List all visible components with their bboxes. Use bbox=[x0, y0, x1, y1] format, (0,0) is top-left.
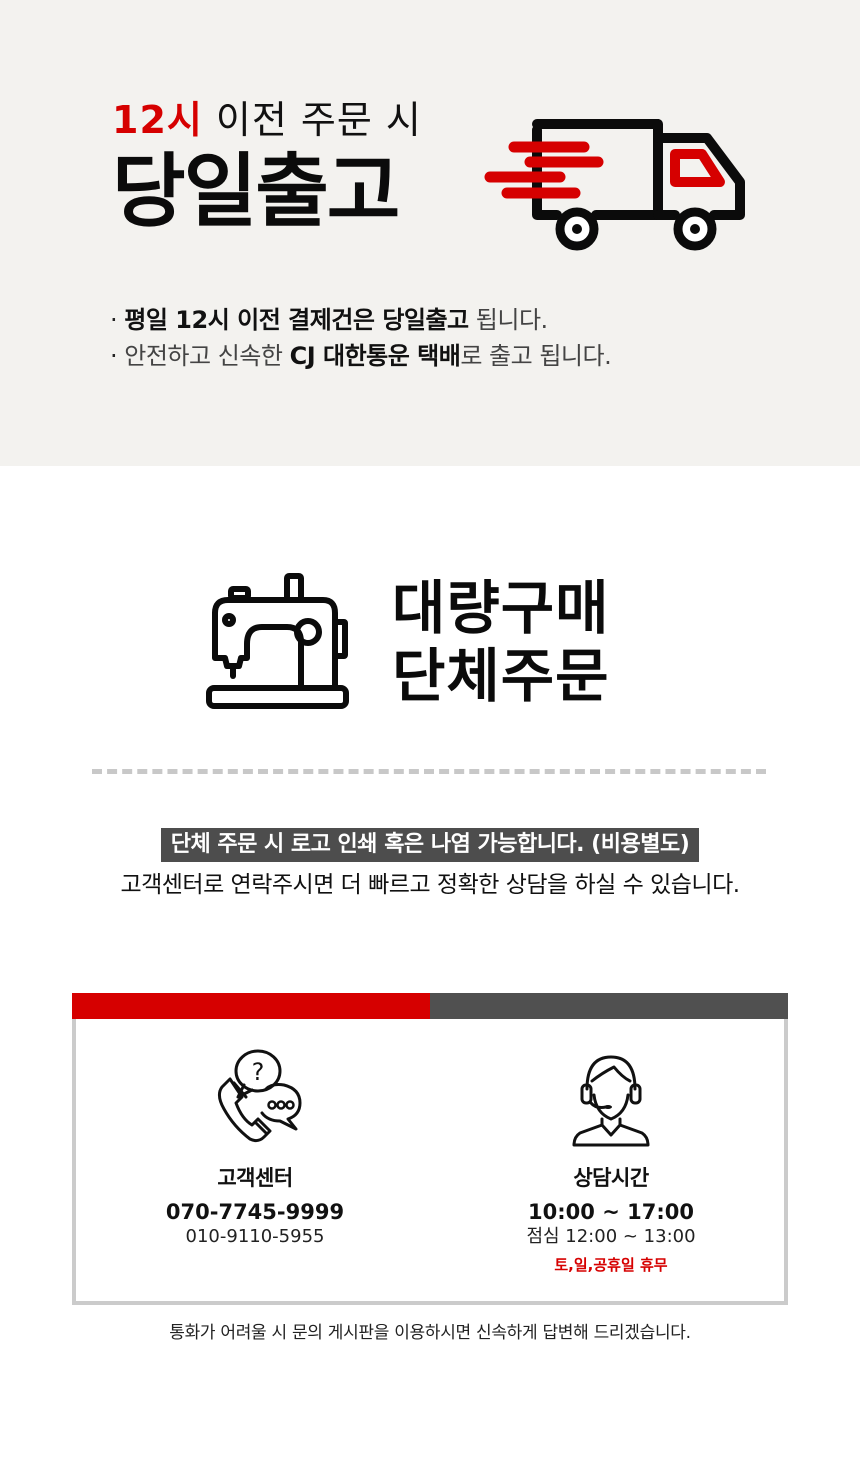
phone-main[interactable]: 070-7745-9999 bbox=[165, 1200, 345, 1224]
consultation-hours-column: 상담시간 10:00 ~ 17:00 점심 12:00 ~ 13:00 토,일,… bbox=[446, 1047, 776, 1275]
same-day-title: 당일출고 bbox=[112, 145, 400, 238]
phone-sub[interactable]: 010-9110-5955 bbox=[185, 1226, 325, 1247]
shipping-note-2: · 안전하고 신속한 CJ 대한통운 택배로 출고 됩니다. bbox=[110, 342, 612, 370]
customer-center-column: ? 고객센터 070-7745-9999 010-9110-5955 bbox=[90, 1047, 420, 1249]
shipping-notes: · 평일 12시 이전 결제건은 당일출고 됩니다. · 안전하고 신속한 CJ… bbox=[110, 302, 612, 374]
card-bar-gray bbox=[430, 993, 788, 1019]
svg-text:?: ? bbox=[252, 1058, 265, 1086]
phone-chat-icon: ? bbox=[217, 1049, 302, 1143]
shipping-subheadline: 12시 이전 주문 시 bbox=[112, 96, 422, 144]
contact-advice-text: 고객센터로 연락주시면 더 빠르고 정확한 상담을 하실 수 있습니다. bbox=[120, 872, 740, 898]
bulk-order-title: 대량구매 단체주문 bbox=[392, 574, 610, 710]
hours-time: 10:00 ~ 17:00 bbox=[528, 1200, 694, 1224]
hours-label: 상담시간 bbox=[573, 1166, 649, 1190]
headset-agent-icon bbox=[572, 1055, 650, 1147]
customer-center-label: 고객센터 bbox=[217, 1166, 293, 1190]
lunch-time: 점심 12:00 ~ 13:00 bbox=[526, 1226, 696, 1247]
courier-name: CJ 대한통운 택배 bbox=[289, 342, 461, 370]
logo-print-notice: 단체 주문 시 로고 인쇄 혹은 나염 가능합니다. (비용별도) bbox=[0, 828, 860, 862]
sewing-machine-icon bbox=[206, 573, 349, 709]
same-day-shipping-banner: 12시 이전 주문 시 당일출고 bbox=[0, 0, 860, 466]
card-header-bar bbox=[72, 993, 788, 1019]
closed-days: 토,일,공휴일 휴무 bbox=[554, 1256, 668, 1274]
shipping-headline: 12시 이전 주문 시 당일출고 bbox=[112, 96, 422, 238]
cutoff-time: 12시 bbox=[112, 98, 203, 142]
cutoff-text: 이전 주문 시 bbox=[202, 98, 422, 142]
delivery-truck-icon bbox=[484, 119, 745, 251]
shipping-note-1: · 평일 12시 이전 결제건은 당일출고 됩니다. bbox=[110, 306, 548, 334]
dashed-divider bbox=[92, 769, 766, 774]
contact-card: ? 고객센터 070-7745-9999 010-9110-5955 bbox=[72, 993, 788, 1305]
inquiry-board-note: 통화가 어려울 시 문의 게시판을 이용하시면 신속하게 답변해 드리겠습니다. bbox=[169, 1323, 691, 1343]
card-bar-red bbox=[72, 993, 430, 1019]
